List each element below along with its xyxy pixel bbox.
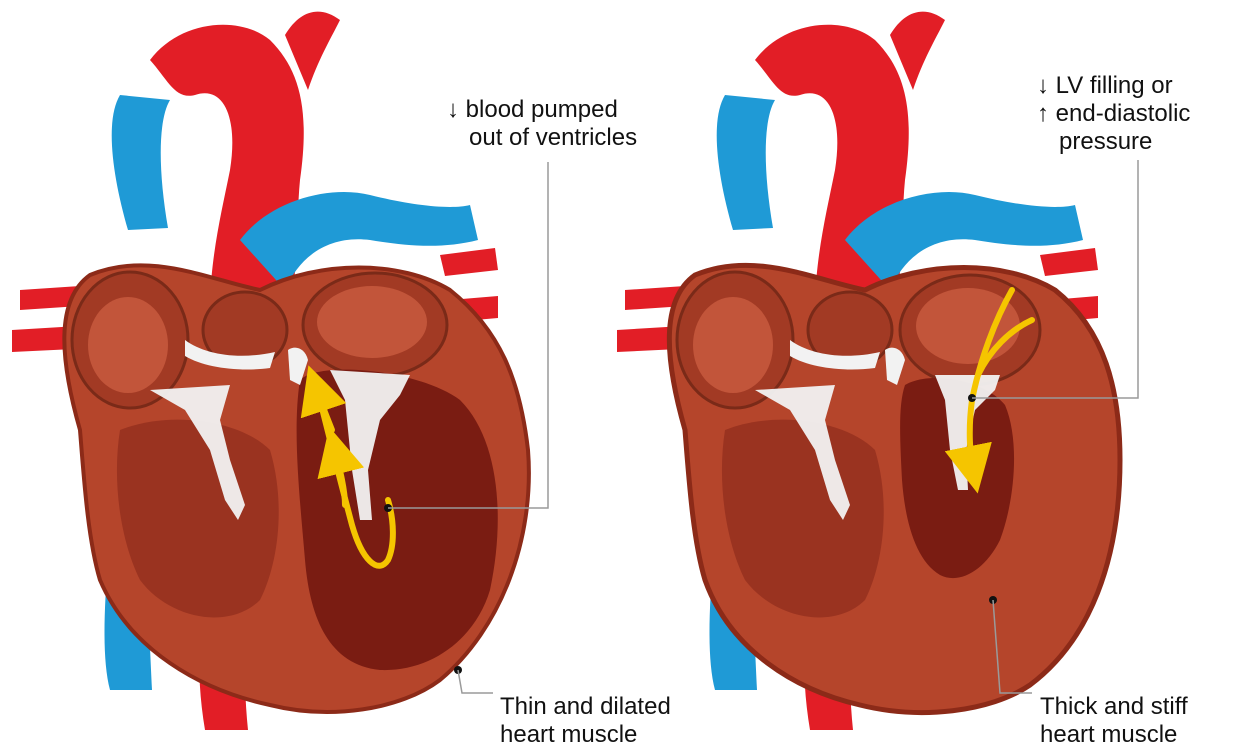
- left-top-label-line-1: ↓ blood pumped: [447, 96, 637, 124]
- right-top-label-line-1: ↓ LV filling or: [1037, 72, 1190, 100]
- left-bottom-label-line-2: heart muscle: [500, 721, 671, 749]
- left-bottom-label-line-1: Thin and dilated: [500, 693, 671, 721]
- right-top-label-line-2: ↑ end-diastolic: [1037, 100, 1190, 128]
- right-heart-right-atrium-inner: [693, 297, 773, 393]
- left-top-label: ↓ blood pumped out of ventricles: [447, 96, 637, 152]
- left-heart-right-atrium-inner: [88, 297, 168, 393]
- superior-vena-cava: [112, 95, 170, 230]
- right-bottom-label-line-2: heart muscle: [1040, 721, 1188, 749]
- right-bottom-label: Thick and stiff heart muscle: [1040, 693, 1188, 749]
- right-top-label: ↓ LV filling or ↑ end-diastolic pressure: [1037, 72, 1190, 156]
- left-heart-left-atrium-inner: [317, 286, 427, 358]
- left-bottom-label: Thin and dilated heart muscle: [500, 693, 671, 749]
- left-heart-bottom-leader-line: [458, 670, 493, 693]
- right-superior-vena-cava: [717, 95, 775, 230]
- pulmonary-vein-right-1: [440, 248, 498, 276]
- right-top-label-line-3: pressure: [1037, 128, 1190, 156]
- left-top-label-line-2: out of ventricles: [447, 124, 637, 152]
- right-bottom-label-line-1: Thick and stiff: [1040, 693, 1188, 721]
- right-pulmonary-vein-right-1: [1040, 248, 1098, 276]
